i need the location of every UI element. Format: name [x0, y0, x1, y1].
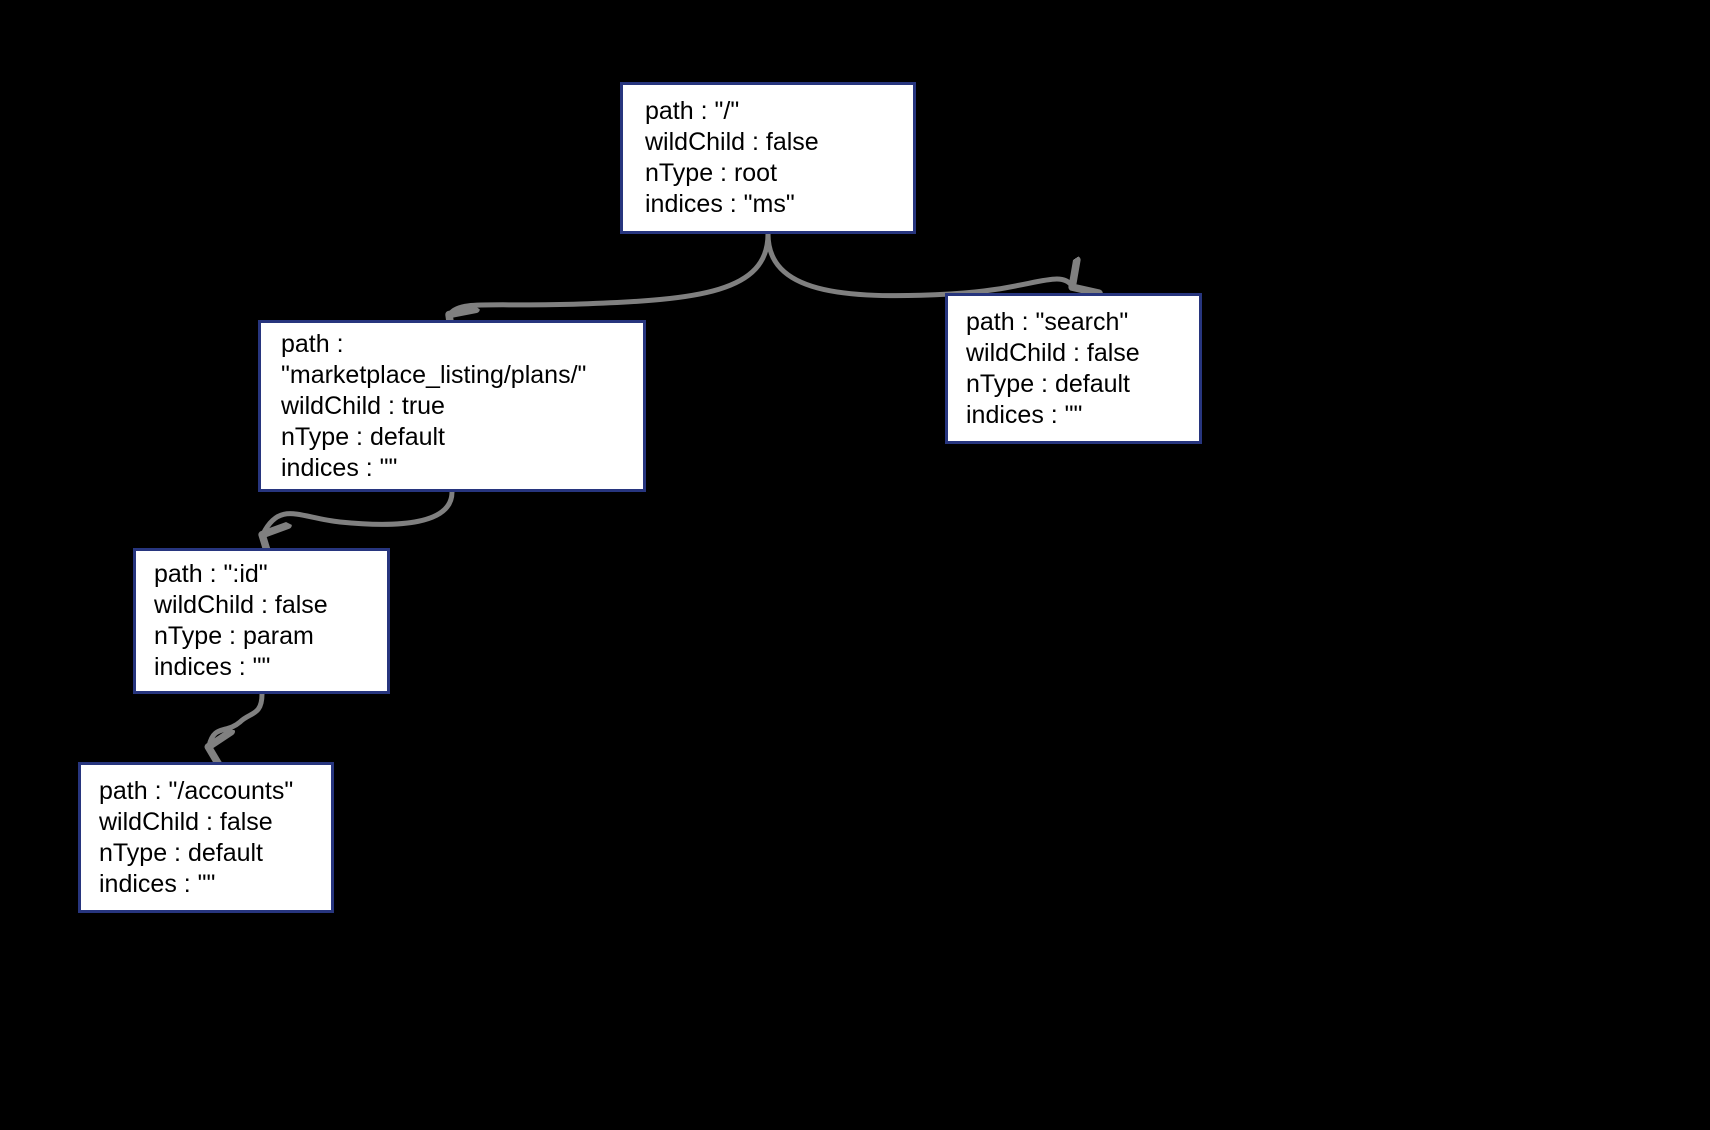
node-root[interactable]: path : "/" wildChild : false nType : roo…: [620, 82, 916, 234]
node-search-line-wildchild: wildChild : false: [966, 338, 1140, 367]
node-id-lines: path : ":id" wildChild : false nType : p…: [136, 559, 387, 683]
node-search-line-path: path : "search": [966, 307, 1129, 336]
node-search-line-indices: indices : "": [966, 400, 1083, 429]
edge-root-to-marketplace: [450, 231, 771, 314]
node-id-line-indices: indices : "": [154, 653, 271, 681]
node-id-line-wildchild: wildChild : false: [154, 591, 328, 619]
node-accounts-line-path: path : "/accounts": [99, 776, 294, 805]
node-root-line-wildchild: wildChild : false: [645, 128, 819, 156]
node-accounts[interactable]: path : "/accounts" wildChild : false nTy…: [78, 762, 334, 913]
node-search-lines: path : "search" wildChild : false nType …: [948, 307, 1199, 431]
node-marketplace-lines: path : "marketplace_listing/plans/" wild…: [261, 329, 643, 484]
node-marketplace-line-ntype: nType : default: [281, 422, 446, 451]
node-accounts-line-indices: indices : "": [99, 869, 216, 898]
edge-id-to-accounts: [209, 691, 265, 746]
node-marketplace-line-wildchild: wildChild : true: [281, 391, 445, 420]
node-accounts-line-ntype: nType : default: [99, 838, 264, 867]
node-id-line-path: path : ":id": [154, 560, 268, 588]
node-search-line-ntype: nType : default: [966, 369, 1131, 398]
node-id-line-ntype: nType : param: [154, 622, 314, 650]
node-accounts-line-wildchild: wildChild : false: [99, 807, 273, 836]
node-marketplace-listing-plans[interactable]: path : "marketplace_listing/plans/" wild…: [258, 320, 646, 492]
node-root-lines: path : "/" wildChild : false nType : roo…: [623, 96, 913, 220]
node-root-line-ntype: nType : root: [645, 159, 778, 187]
edge-root-to-search: [765, 231, 1072, 299]
node-marketplace-line-path-value: "marketplace_listing/plans/": [281, 360, 587, 389]
node-root-line-indices: indices : "ms": [645, 190, 795, 218]
node-marketplace-line-indices: indices : "": [281, 453, 398, 482]
node-id-param[interactable]: path : ":id" wildChild : false nType : p…: [133, 548, 390, 694]
node-accounts-lines: path : "/accounts" wildChild : false nTy…: [81, 776, 331, 900]
node-root-line-path: path : "/": [645, 97, 740, 125]
node-search[interactable]: path : "search" wildChild : false nType …: [945, 293, 1202, 444]
edge-marketplace-to-id: [263, 489, 455, 534]
node-marketplace-line-path-label: path :: [281, 329, 344, 358]
